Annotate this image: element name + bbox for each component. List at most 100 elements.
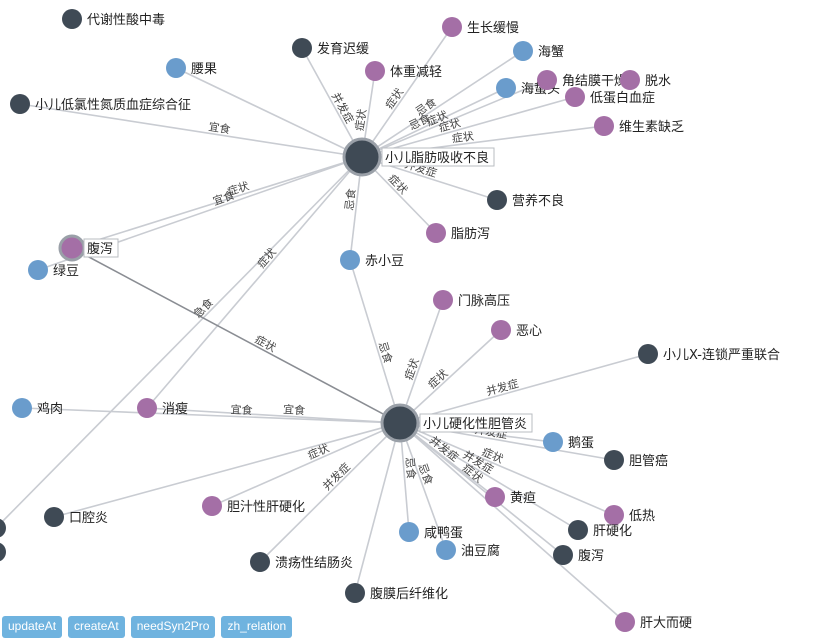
node-circle[interactable]: [0, 518, 6, 538]
node-circle[interactable]: [12, 398, 32, 418]
node-circle[interactable]: [513, 41, 533, 61]
graph-node-n7[interactable]: 海蟹: [513, 41, 564, 61]
node-circle[interactable]: [442, 17, 462, 37]
edge-label: 急食: [191, 295, 216, 320]
node-circle[interactable]: [365, 61, 385, 81]
graph-node-fx[interactable]: 腹泻: [58, 234, 119, 262]
graph-node-n15[interactable]: 脂肪泻: [426, 223, 490, 243]
edge-hub2-n27: [399, 422, 615, 516]
node-circle[interactable]: [250, 552, 270, 572]
edge-label: 症状: [425, 366, 451, 391]
graph-node-n17[interactable]: 绿豆: [28, 260, 79, 280]
node-circle[interactable]: [638, 344, 658, 364]
graph-node-n8[interactable]: 体重减轻: [365, 61, 442, 81]
graph-node-n5[interactable]: 发育迟缓: [292, 38, 369, 58]
graph-node-n36[interactable]: 脉: [0, 518, 6, 538]
tag-zh-relation[interactable]: zh_relation: [221, 616, 293, 638]
node-circle[interactable]: [565, 87, 585, 107]
graph-node-n25[interactable]: 胆汁性肝硬化: [202, 496, 305, 516]
graph-node-n28[interactable]: 肝硬化: [568, 520, 632, 540]
tag-createat[interactable]: createAt: [68, 616, 125, 638]
graph-node-n32[interactable]: 腹泻: [553, 545, 604, 565]
graph-node-n3[interactable]: 腰果: [166, 58, 217, 78]
graph-node-n34[interactable]: 腹膜后纤维化: [345, 583, 448, 603]
node-circle[interactable]: [380, 403, 420, 443]
node-circle[interactable]: [345, 583, 365, 603]
edge-hub1-n9: [361, 87, 507, 158]
node-circle[interactable]: [433, 290, 453, 310]
node-label: 胆汁性肝硬化: [227, 500, 305, 515]
graph-node-hub1[interactable]: 小儿脂肪吸收不良: [342, 137, 495, 177]
graph-node-n18[interactable]: 门脉高压: [433, 290, 510, 310]
graph-node-n4[interactable]: 小儿低氯性氮质血症综合征: [10, 94, 191, 114]
node-circle[interactable]: [62, 9, 82, 29]
node-circle[interactable]: [568, 520, 588, 540]
node-circle[interactable]: [604, 450, 624, 470]
edge-label: 宜食: [230, 402, 253, 417]
node-circle[interactable]: [620, 70, 640, 90]
node-circle[interactable]: [399, 522, 419, 542]
node-label: 肝大而硬: [640, 616, 692, 631]
graph-node-n31[interactable]: 油豆腐: [436, 540, 500, 560]
node-circle[interactable]: [426, 223, 446, 243]
node-circle[interactable]: [553, 545, 573, 565]
node-label: 小儿硬化性胆管炎: [423, 417, 527, 432]
graph-node-n19[interactable]: 恶心: [491, 320, 542, 340]
node-circle[interactable]: [496, 78, 516, 98]
node-circle[interactable]: [58, 234, 86, 262]
node-circle[interactable]: [537, 70, 557, 90]
edge-label: 症状: [352, 108, 369, 132]
tag-updateat[interactable]: updateAt: [2, 616, 63, 638]
graph-node-n33[interactable]: 溃疡性结肠炎: [250, 552, 353, 572]
node-label: 鹅蛋: [568, 435, 594, 451]
graph-node-n23[interactable]: 鹅蛋: [543, 432, 594, 452]
node-circle[interactable]: [491, 320, 511, 340]
tag-needsyn2pro[interactable]: needSyn2Pro: [130, 616, 216, 638]
node-label: 低蛋白血症: [590, 90, 655, 106]
graph-node-n14[interactable]: 营养不良: [487, 190, 564, 210]
graph-node-hub2[interactable]: 小儿硬化性胆管炎: [380, 403, 533, 443]
node-circle[interactable]: [485, 487, 505, 507]
graph-node-n6[interactable]: 生长缓慢: [442, 17, 519, 37]
node-circle[interactable]: [10, 94, 30, 114]
graph-node-n16[interactable]: 赤小豆: [340, 250, 404, 270]
graph-node-n35[interactable]: 肝大而硬: [615, 612, 692, 632]
node-circle[interactable]: [487, 190, 507, 210]
graph-node-n26[interactable]: 黄疸: [485, 487, 536, 507]
graph-node-n10[interactable]: 角结膜干燥: [537, 70, 627, 90]
node-label: 消瘦: [162, 401, 188, 417]
graph-node-n30[interactable]: 咸鸭蛋: [399, 522, 463, 542]
edge-label: 症状: [254, 245, 279, 271]
graph-node-n37[interactable]: 黄腻: [0, 542, 6, 562]
node-circle[interactable]: [28, 260, 48, 280]
node-label: 脱水: [645, 74, 671, 89]
node-label: 小儿低氯性氮质血症综合征: [35, 98, 191, 113]
node-circle[interactable]: [436, 540, 456, 560]
node-circle[interactable]: [340, 250, 360, 270]
graph-node-n13[interactable]: 维生素缺乏: [594, 116, 684, 136]
graph-node-n11[interactable]: 脱水: [620, 70, 671, 90]
node-circle[interactable]: [202, 496, 222, 516]
edge-label: 忌食: [376, 340, 396, 365]
graph-node-n29[interactable]: 口腔炎: [44, 507, 108, 527]
node-circle[interactable]: [594, 116, 614, 136]
edge-hub2-n35: [399, 422, 626, 623]
node-circle[interactable]: [615, 612, 635, 632]
graph-node-n24[interactable]: 胆管癌: [604, 450, 668, 470]
graph-node-n21[interactable]: 鸡肉: [12, 398, 63, 418]
graph-node-n12[interactable]: 低蛋白血症: [565, 87, 655, 107]
node-circle[interactable]: [604, 505, 624, 525]
graph-node-n22[interactable]: 消瘦: [137, 398, 188, 418]
node-circle[interactable]: [342, 137, 382, 177]
node-circle[interactable]: [166, 58, 186, 78]
node-circle[interactable]: [137, 398, 157, 418]
node-circle[interactable]: [292, 38, 312, 58]
graph-node-n27[interactable]: 低热: [604, 505, 655, 525]
node-circle[interactable]: [543, 432, 563, 452]
node-circle[interactable]: [0, 542, 6, 562]
node-circle[interactable]: [44, 507, 64, 527]
graph-node-n1[interactable]: 代谢性酸中毒: [62, 9, 165, 29]
graph-node-n20[interactable]: 小儿X-连锁严重联合: [638, 344, 780, 364]
